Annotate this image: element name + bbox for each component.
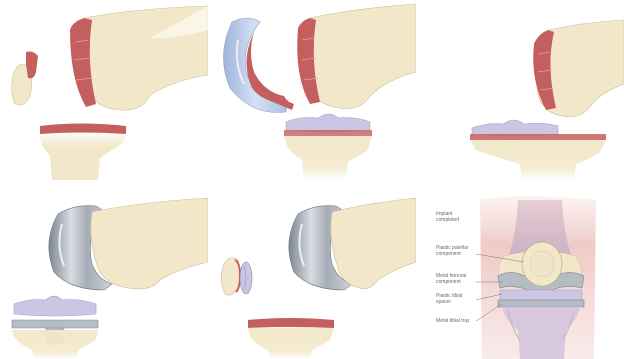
panel-femoral-and-tibial-tray — [0, 180, 208, 359]
panel-patellar-component — [208, 180, 416, 359]
tibial-insert — [472, 120, 558, 136]
implant-completed-illustration — [416, 180, 624, 359]
metal-tibial-tray — [498, 300, 584, 307]
metal-tibial-tray — [12, 320, 98, 328]
tibia — [470, 140, 606, 180]
plastic-tibial-spacer — [500, 290, 582, 300]
label-implant-completed: Implant completed — [436, 212, 478, 223]
label-metal-tibial-tray: Metal tibial tray — [436, 319, 478, 325]
femur — [306, 4, 416, 109]
tibial-insert-illustration — [416, 0, 624, 180]
tibia — [248, 328, 334, 359]
tibia — [40, 130, 126, 180]
patellar-component-illustration — [208, 180, 416, 359]
label-plastic-patellar-component: Plastic patellar component — [436, 246, 478, 257]
plastic-tibial-spacer — [14, 296, 96, 316]
patella-cut-surface — [26, 52, 38, 79]
tibia — [284, 136, 372, 180]
plastic-patellar-component — [530, 251, 554, 277]
tibia-cut-surface — [40, 124, 126, 135]
label-metal-femoral-component: Metal femoral component — [436, 274, 478, 285]
femoral-tray-illustration — [0, 180, 208, 359]
panel-trial-components — [208, 0, 416, 180]
trial-components-illustration — [208, 0, 416, 180]
panel-tibial-insert — [416, 0, 624, 180]
resected-bones-illustration — [0, 0, 208, 180]
panel-resected-bones — [0, 0, 208, 180]
panel-implant-completed: Implant completed Plastic patellar compo… — [416, 180, 624, 359]
label-plastic-tibial-spacer: Plastic tibial spacer — [436, 294, 478, 305]
femur — [91, 198, 208, 289]
tibial-trial-insert — [286, 114, 370, 132]
tibia — [12, 330, 98, 359]
femur — [331, 198, 416, 289]
